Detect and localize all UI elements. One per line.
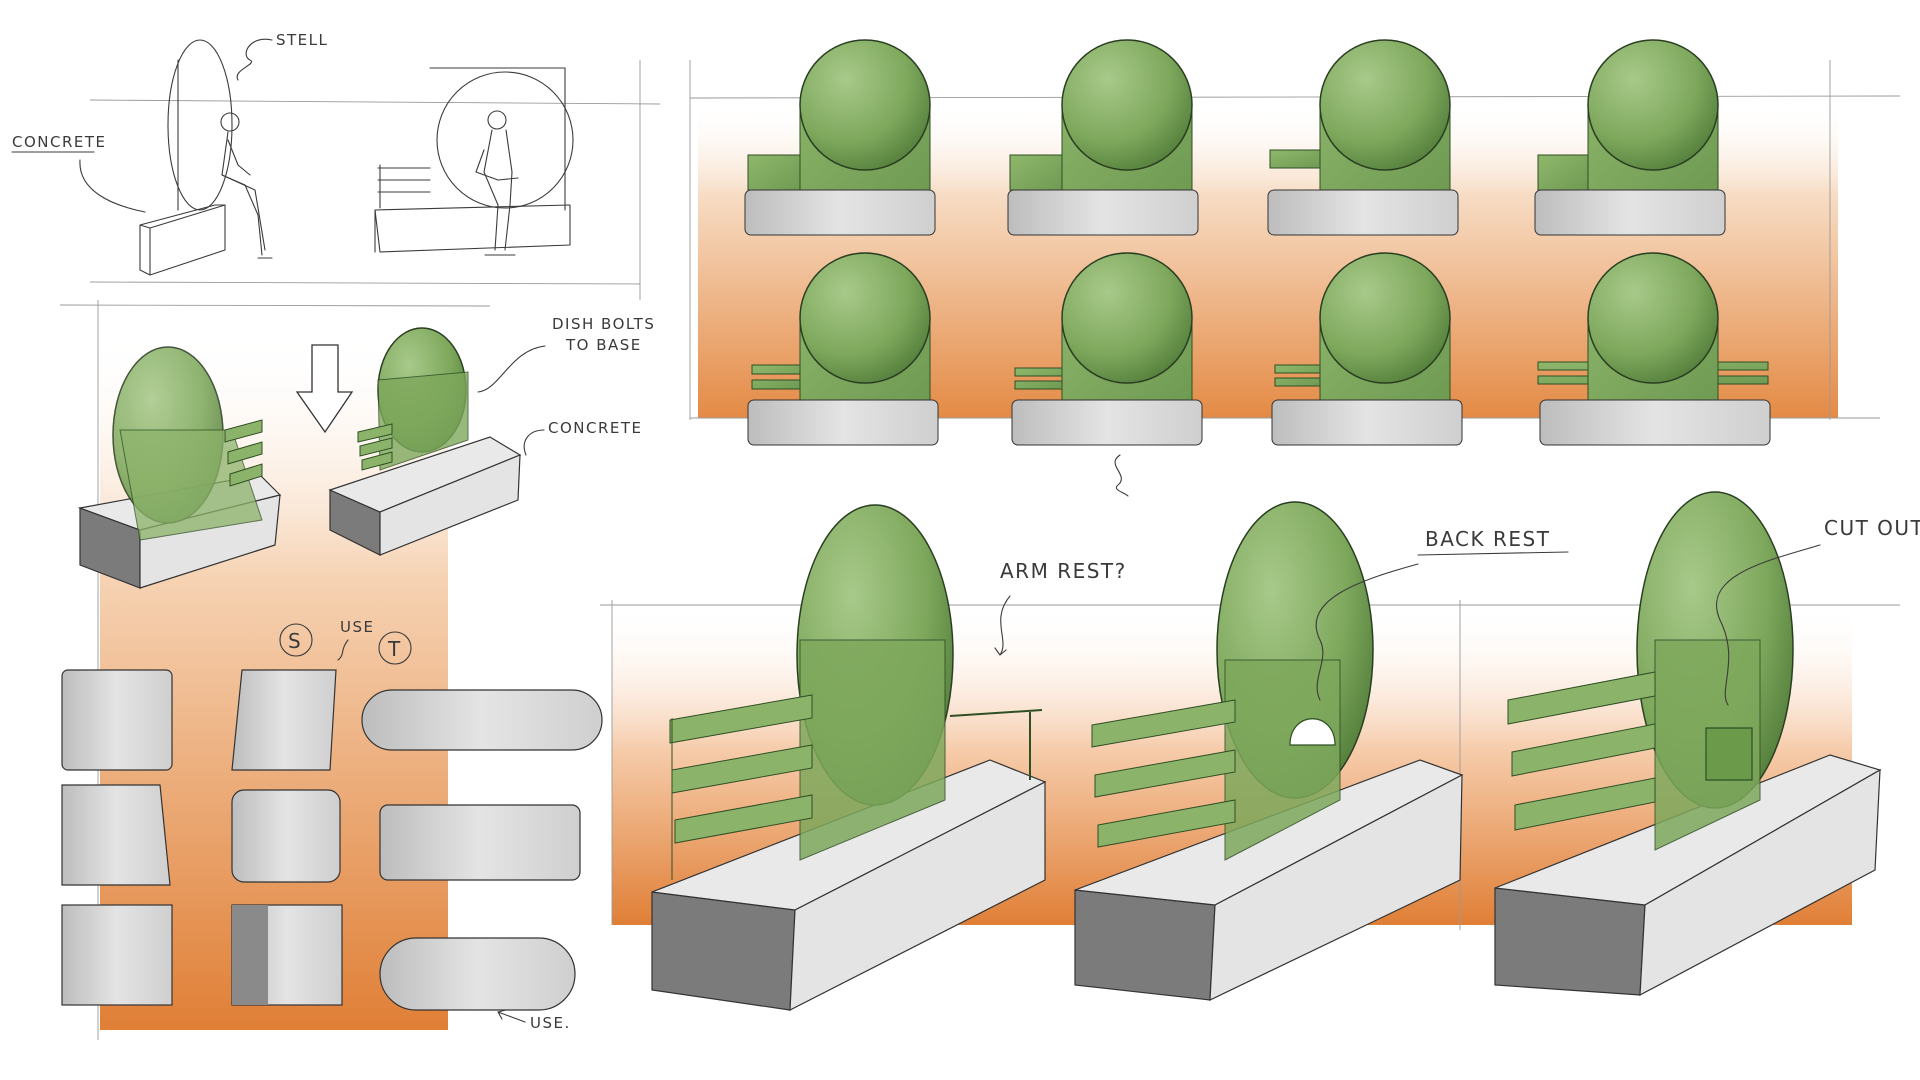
- bench-3d-left-a: [77, 346, 282, 589]
- sketch-person-bench-1: [139, 39, 273, 276]
- sketch-person-bench-2: [374, 67, 574, 256]
- label-concrete-1: CONCRETE: [12, 133, 107, 151]
- label-dish-bolts-1: DISH BOLTS: [552, 315, 655, 333]
- variant-r2-2: [1011, 252, 1203, 446]
- label-use-bottom: USE.: [530, 1014, 571, 1032]
- label-use: USE: [340, 618, 374, 636]
- variant-r1-2: [1007, 39, 1199, 236]
- svg-text:T: T: [387, 637, 402, 661]
- leader-steel: [236, 38, 273, 81]
- label-concrete-2: CONCRETE: [548, 419, 643, 437]
- render-bench-cut-out: [1494, 491, 1882, 997]
- variant-r2-4: [1537, 252, 1771, 446]
- leader-arm-rest: [994, 595, 1011, 656]
- variant-r1-3: [1267, 39, 1459, 236]
- label-dish-bolts-2: TO BASE: [565, 336, 642, 354]
- label-back-rest: BACK REST: [1425, 527, 1550, 551]
- leader-back-rest: [1315, 551, 1569, 701]
- render-bench-back-rest: [1074, 501, 1464, 1001]
- squiggle-mark: [1114, 454, 1129, 497]
- elevation-variants: [744, 39, 1771, 446]
- render-bench-arm-rest: [651, 504, 1047, 1012]
- leader-dish-bolts: [477, 345, 546, 393]
- leader-use: [337, 639, 349, 661]
- variant-r1-1: [744, 39, 936, 236]
- variant-r1-4: [1534, 39, 1726, 236]
- section-grid: [61, 669, 603, 1011]
- svg-text:S: S: [288, 629, 302, 653]
- label-steel: STELL: [276, 31, 328, 49]
- leader-concrete-2: [523, 429, 545, 456]
- variant-r2-3: [1271, 252, 1463, 446]
- circle-mark-t: T: [378, 631, 412, 665]
- leader-use-bottom: [497, 1009, 526, 1023]
- bench-3d-left-b: [328, 327, 522, 556]
- circle-mark-s: S: [279, 623, 313, 657]
- variant-r2-1: [747, 252, 939, 446]
- leader-cut-out: [1716, 544, 1821, 706]
- label-cut-out: CUT OUT: [1824, 516, 1920, 540]
- leader-concrete-1: [11, 151, 146, 213]
- arrow-down: [295, 344, 354, 434]
- label-arm-rest: ARM REST?: [1000, 559, 1127, 583]
